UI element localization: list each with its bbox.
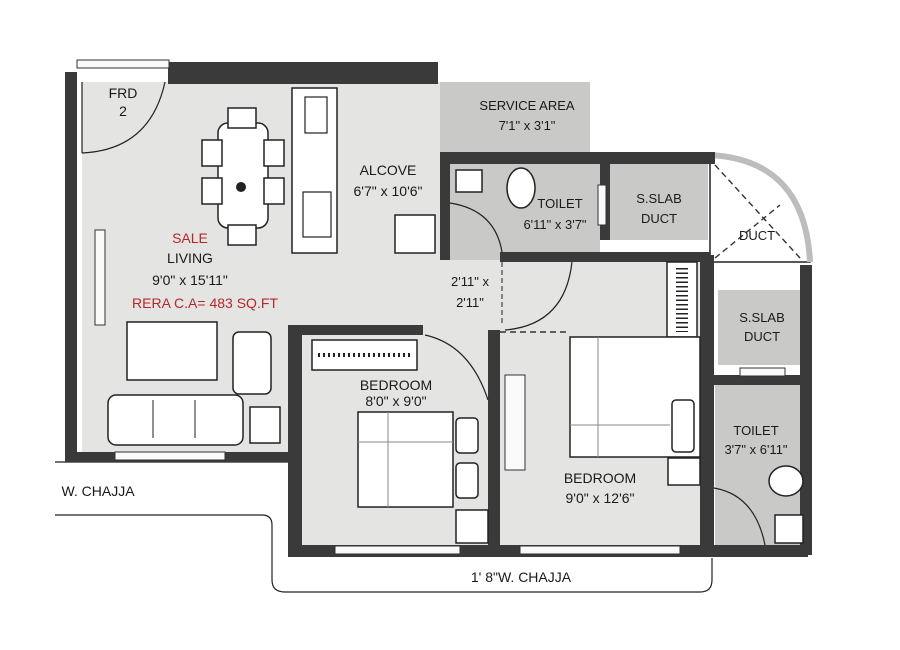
bedroom2-door-swing (504, 261, 573, 331)
sslab-duct1-name: S.SLAB (636, 191, 682, 206)
wall-top (168, 62, 438, 84)
bedroom2-size: 9'0" x 12'6" (566, 490, 635, 506)
wall-toilet1-left (440, 152, 450, 260)
fridge (394, 214, 436, 254)
wall-left (65, 72, 77, 462)
window-bedroom1 (334, 545, 461, 555)
window-toilet1 (597, 184, 607, 226)
bedroom2-name: BEDROOM (564, 470, 636, 486)
duct-cross-2 (714, 204, 781, 259)
sslab-duct2-name2: DUCT (744, 329, 780, 344)
bedroom2-wardrobe (666, 261, 698, 338)
bedroom1-wardrobe (311, 339, 418, 371)
passage-size-2: 2'11" (456, 295, 484, 310)
window-top-left (76, 59, 170, 69)
frd-label: FRD (109, 85, 138, 101)
bedroom1-bed (357, 411, 479, 508)
alcove-name: ALCOVE (360, 162, 417, 178)
duct-shape (709, 154, 811, 263)
toilet1-wc (506, 167, 536, 209)
chajja-left-label: W. CHAJJA (61, 483, 135, 499)
living-lamp (249, 406, 281, 444)
wall-toilet2-top (712, 375, 804, 385)
living-tag: SALE (172, 230, 208, 246)
sslab-duct-2-floor (718, 290, 803, 365)
toilet2-basin (774, 514, 804, 544)
sofa (107, 394, 244, 446)
window-toilet2 (739, 367, 786, 377)
toilet1-size: 6'11" x 3'7" (523, 217, 586, 232)
service-area-size: 7'1" x 3'1" (499, 118, 556, 133)
bedroom1-door-swing (424, 334, 489, 401)
window-bedroom2 (519, 545, 681, 555)
toilet2-door-swing (713, 487, 766, 546)
main-door-swing (81, 81, 166, 154)
service-area-floor (440, 82, 590, 152)
frd-number: 2 (119, 103, 127, 119)
bedroom1-name: BEDROOM (360, 377, 432, 393)
bedroom2-bed (569, 336, 701, 458)
window-living-bottom (114, 451, 226, 461)
sslab-duct-1-floor (610, 160, 708, 240)
living-name: LIVING (167, 250, 213, 266)
sink-icon (304, 96, 328, 134)
window-bedroom2-side (504, 374, 526, 471)
center-table (126, 321, 218, 381)
wall-right-inner (700, 255, 714, 555)
chajja-outline (55, 514, 713, 593)
toilet1-name: TOILET (537, 196, 582, 211)
toilet2-size: 3'7" x 6'11" (724, 442, 787, 457)
bedroom2-lamp (667, 457, 701, 486)
wall-bedroom1-left (288, 325, 302, 557)
alcove-size: 6'7" x 10'6" (354, 183, 423, 199)
sslab-duct2-name: S.SLAB (739, 310, 785, 325)
wall-bedroom1-top (288, 325, 423, 335)
carpet-area: RERA C.A= 483 SQ.FT (132, 295, 278, 311)
kitchen-counter (291, 87, 338, 254)
stove-icon (302, 191, 332, 238)
duct-cross-1 (714, 164, 801, 259)
passage-size-1: 2'11" x (451, 274, 489, 289)
service-area-name: SERVICE AREA (479, 98, 574, 113)
wall-toilet1-bottom (500, 252, 710, 262)
chajja-bottom-label: 1' 8"W. CHAJJA (471, 569, 572, 585)
sslab-duct1-name2: DUCT (641, 211, 677, 226)
toilet1-door-swing (449, 202, 503, 253)
dining-table-set (201, 107, 285, 246)
bedroom1-size: 8'0" x 9'0" (365, 393, 426, 409)
duct-name: DUCT (739, 228, 775, 243)
toilet2-name: TOILET (733, 423, 778, 438)
bedroom1-lamp (455, 509, 489, 544)
wall-bedrooms-divider (488, 330, 500, 545)
armchair (232, 331, 272, 395)
toilet1-basin (455, 169, 483, 193)
wall-right-outer (800, 265, 812, 555)
window-living-left (94, 229, 106, 326)
wall-wet-top (440, 152, 715, 164)
duct-arc (709, 152, 813, 263)
living-size: 9'0" x 15'11" (152, 272, 228, 288)
toilet2-wc (768, 465, 804, 497)
